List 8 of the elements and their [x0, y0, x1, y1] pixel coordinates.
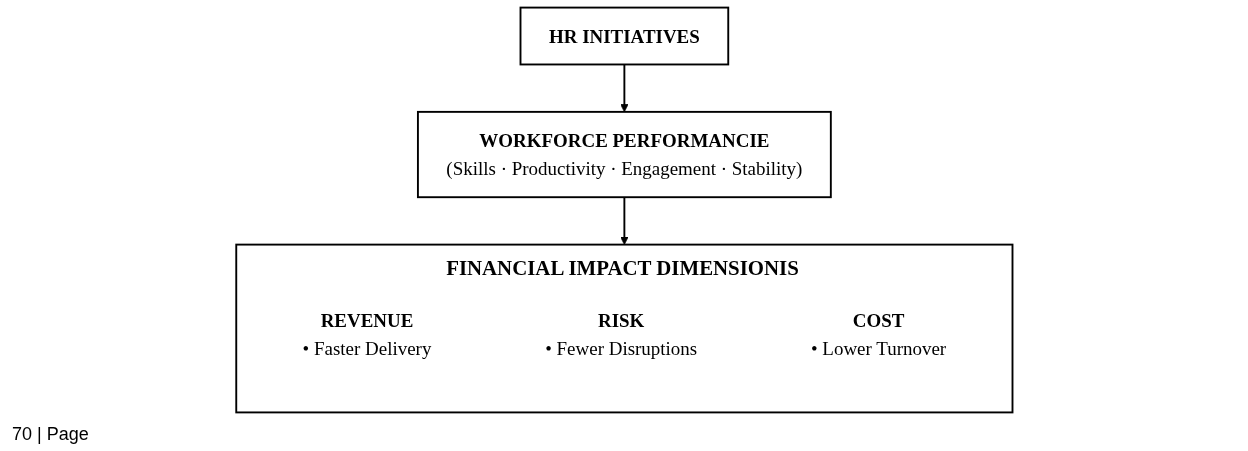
- node-box: HR INITIATIVES: [519, 6, 729, 66]
- arrow: [619, 63, 629, 113]
- arrow: [619, 196, 629, 245]
- node-box: WORKFORCE PERFORMANCIE (Skills · Productivity · Engagement · Stability): [416, 110, 832, 199]
- node-text: REVENUE • Faster Delivery: [302, 309, 432, 359]
- node-text: RISK • Fewer Disruptions: [544, 309, 697, 359]
- node-text: COST • Lower Turnover: [810, 309, 946, 359]
- page-number: 70 | Page: [12, 424, 89, 444]
